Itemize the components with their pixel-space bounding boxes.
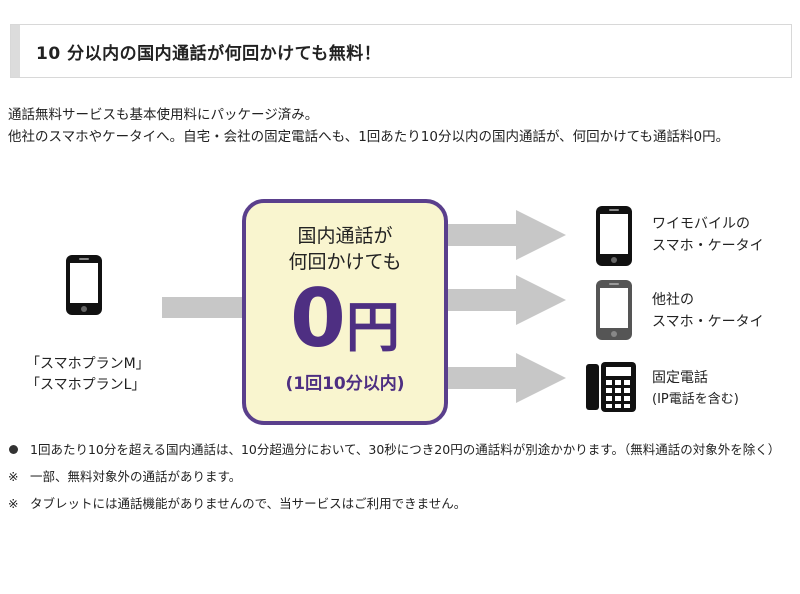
free-call-box: 国内通話が 何回かけても 0円 (1回10分以内) — [242, 199, 448, 425]
destination-other-line-1: 他社の — [652, 292, 694, 308]
plan-label-m: 「スマホプランM」 — [26, 356, 150, 372]
arrow-to-other-carrier — [446, 275, 566, 325]
input-arrow — [162, 297, 244, 318]
smartphone-icon — [66, 255, 102, 315]
smartphone-gray-icon — [596, 280, 632, 340]
destination-other-carrier: 他社の スマホ・ケータイ — [652, 289, 764, 333]
center-line-2: 何回かけても — [288, 251, 402, 273]
footnote-exclusions-text: 一部、無料対象外の通話があります。 — [30, 469, 242, 484]
intro-text: 通話無料サービスも基本使用料にパッケージ済み。 他社のスマホやケータイへ。自宅・… — [8, 104, 794, 148]
zero-number: 0 — [290, 272, 346, 365]
plan-label-l: 「スマホプランL」 — [26, 377, 146, 393]
destination-ymobile: ワイモバイルの スマホ・ケータイ — [652, 213, 764, 257]
plan-labels: 「スマホプランM」 「スマホプランL」 — [26, 354, 150, 396]
intro-line-1: 通話無料サービスも基本使用料にパッケージ済み。 — [8, 107, 319, 123]
destination-ymobile-line-1: ワイモバイルの — [652, 216, 750, 232]
footnote-tablet-text: タブレットには通話機能がありませんので、当サービスはご利用できません。 — [30, 496, 467, 511]
footnotes: 1回あたり10分を超える国内通話は、10分超過分において、30秒につき20円の通… — [8, 440, 794, 521]
note-mark: ※ — [8, 469, 19, 484]
intro-line-2: 他社のスマホやケータイへ。自宅・会社の固定電話へも、1回あたり10分以内の国内通… — [8, 129, 730, 145]
bullet-mark — [8, 440, 28, 460]
landline-phone-icon — [586, 362, 636, 412]
yen-unit: 円 — [345, 296, 400, 359]
center-line-1: 国内通話が — [297, 225, 393, 247]
destination-other-line-2: スマホ・ケータイ — [652, 314, 764, 330]
footnote-exclusions: ※ 一部、無料対象外の通話があります。 — [8, 467, 794, 487]
title-banner: 10 分以内の国内通話が何回かけても無料！ — [10, 24, 792, 78]
destination-landline-line-1: 固定電話 — [652, 370, 708, 386]
footnote-overage-text: 1回あたり10分を超える国内通話は、10分超過分において、30秒につき20円の通… — [30, 442, 781, 457]
destination-landline-line-2: (IP電話を含む) — [652, 392, 739, 407]
smartphone-black-icon — [596, 206, 632, 266]
time-limit-note: (1回10分以内) — [285, 374, 405, 394]
page-title: 10 分以内の国内通話が何回かけても無料！ — [36, 44, 382, 64]
arrow-to-landline — [446, 353, 566, 403]
zero-yen-label: 0円 — [246, 279, 444, 360]
bullet-dot-icon — [9, 445, 18, 454]
flow-arrows — [162, 210, 566, 403]
note-mark: ※ — [8, 496, 19, 511]
footnote-overage: 1回あたり10分を超える国内通話は、10分超過分において、30秒につき20円の通… — [8, 440, 794, 460]
destination-ymobile-line-2: スマホ・ケータイ — [652, 238, 764, 254]
footnote-tablet: ※ タブレットには通話機能がありませんので、当サービスはご利用できません。 — [8, 494, 794, 514]
arrow-to-ymobile — [446, 210, 566, 260]
destination-landline: 固定電話 (IP電話を含む) — [652, 367, 739, 411]
